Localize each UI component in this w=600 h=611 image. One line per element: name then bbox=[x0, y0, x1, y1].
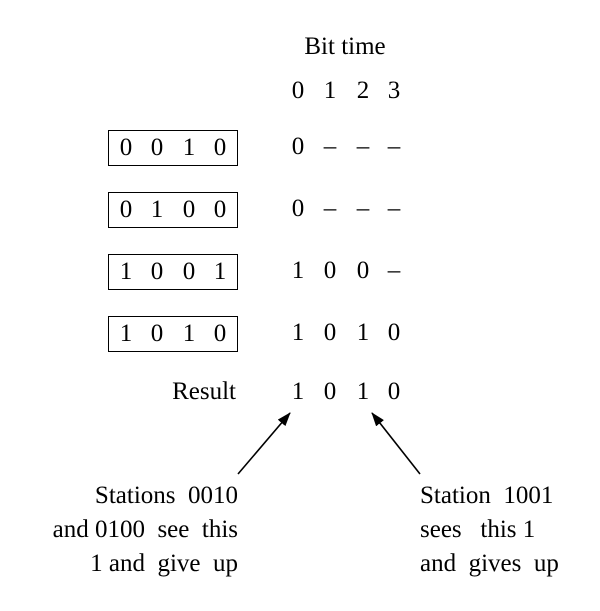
station-output-bit: – bbox=[323, 195, 337, 222]
left-annotation: Stations 0010 and 0100 see this 1 and gi… bbox=[53, 479, 238, 581]
result-bit: 0 bbox=[387, 378, 401, 405]
station-output-bit: 0 bbox=[323, 257, 337, 284]
station-address-bit: 0 bbox=[213, 196, 227, 223]
left-annotation-line: 1 and give up bbox=[90, 550, 238, 577]
station-address-bit: 1 bbox=[119, 258, 133, 285]
station-address-bit: 0 bbox=[119, 134, 133, 161]
station-address-bit: 1 bbox=[182, 134, 196, 161]
station-output-bit: – bbox=[387, 195, 401, 222]
result-bit: 1 bbox=[356, 378, 370, 405]
station-address-bit: 0 bbox=[150, 134, 164, 161]
bit-label-0: 0 bbox=[291, 77, 305, 104]
left-annotation-line: and 0100 see this bbox=[52, 516, 238, 543]
station-address-box: 1 0 0 1 bbox=[108, 254, 238, 290]
left-arrow bbox=[237, 412, 291, 475]
station-address-bit: 0 bbox=[150, 258, 164, 285]
station-output-bit: 0 bbox=[323, 319, 337, 346]
right-annotation-line: Station 1001 bbox=[420, 482, 554, 509]
station-address-bit: 0 bbox=[213, 134, 227, 161]
station-output-bit: 0 bbox=[291, 195, 305, 222]
station-output-bit: 0 bbox=[356, 257, 370, 284]
station-address-bit: 0 bbox=[213, 320, 227, 347]
station-output-bit: – bbox=[387, 133, 401, 160]
bit-label-1: 1 bbox=[323, 77, 337, 104]
bit-label-2: 2 bbox=[356, 77, 370, 104]
station-address-bit: 0 bbox=[150, 320, 164, 347]
station-output-bit: 0 bbox=[387, 319, 401, 346]
station-output-bit: – bbox=[356, 195, 370, 222]
result-label: Result bbox=[172, 378, 236, 405]
right-annotation-line: and gives up bbox=[420, 550, 559, 577]
station-output-bit: 1 bbox=[356, 319, 370, 346]
station-output-bit: – bbox=[387, 257, 401, 284]
bit-time-title: Bit time bbox=[304, 33, 386, 60]
left-annotation-line: Stations 0010 bbox=[94, 482, 238, 509]
station-output-bit: – bbox=[356, 133, 370, 160]
station-address-bit: 0 bbox=[182, 258, 196, 285]
station-output-bit: – bbox=[323, 133, 337, 160]
result-bit: 1 bbox=[291, 378, 305, 405]
station-address-bit: 0 bbox=[119, 196, 133, 223]
station-address-bit: 0 bbox=[182, 196, 196, 223]
station-output-bit: 1 bbox=[291, 257, 305, 284]
station-address-bit: 1 bbox=[119, 320, 133, 347]
result-bit: 0 bbox=[323, 378, 337, 405]
right-arrow bbox=[371, 412, 421, 475]
station-address-box: 0 0 1 0 bbox=[108, 130, 238, 166]
station-output-bit: 0 bbox=[291, 133, 305, 160]
station-address-box: 0 1 0 0 bbox=[108, 192, 238, 228]
station-address-box: 1 0 1 0 bbox=[108, 316, 238, 352]
right-annotation-line: sees this 1 bbox=[420, 516, 536, 543]
station-address-bit: 1 bbox=[182, 320, 196, 347]
station-output-bit: 1 bbox=[291, 319, 305, 346]
station-address-bit: 1 bbox=[213, 258, 227, 285]
right-annotation: Station 1001 sees this 1 and gives up bbox=[420, 479, 559, 581]
bit-label-3: 3 bbox=[387, 77, 401, 104]
station-address-bit: 1 bbox=[150, 196, 164, 223]
